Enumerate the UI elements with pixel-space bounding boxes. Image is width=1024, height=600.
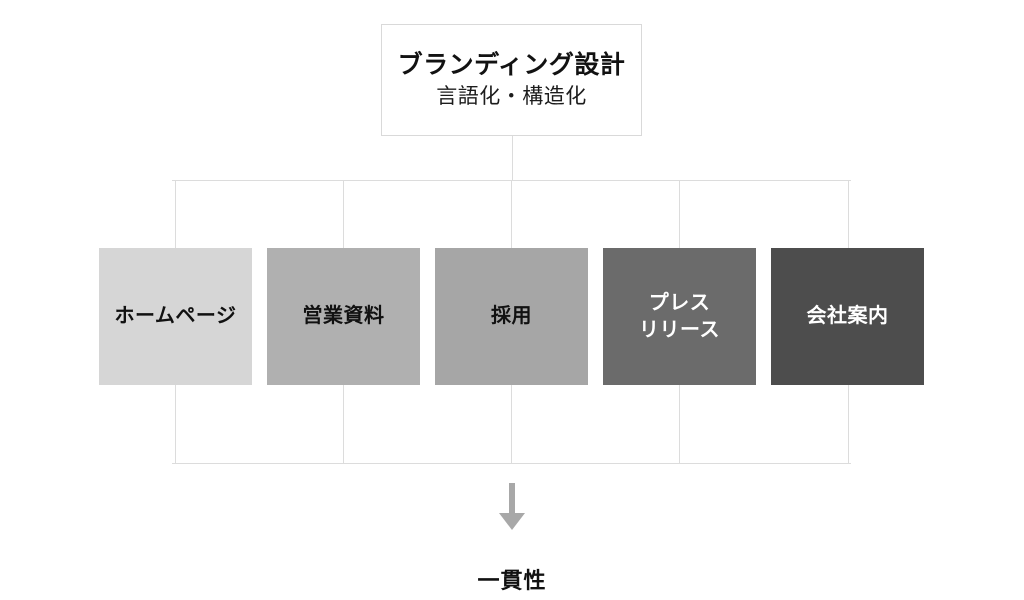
connector-drop-upper-1 <box>175 180 176 248</box>
connector-root-stem <box>512 136 513 180</box>
root-node-subtitle: 言語化・構造化 <box>436 85 587 109</box>
connector-drop-upper-3 <box>511 180 512 248</box>
connector-lower-bus <box>172 463 851 464</box>
root-node-title: ブランディング設計 <box>397 50 626 79</box>
connector-drop-lower-3 <box>511 385 512 463</box>
channel-box-recruiting[interactable]: 採用 <box>435 248 588 385</box>
root-node-branding-design[interactable]: ブランディング設計 言語化・構造化 <box>381 24 642 136</box>
channel-label: ホームページ <box>114 305 237 327</box>
connector-drop-lower-5 <box>848 385 849 463</box>
connector-drop-upper-4 <box>679 180 680 248</box>
connector-drop-lower-4 <box>679 385 680 463</box>
connector-drop-lower-2 <box>343 385 344 463</box>
outcome-label: 一貫性 <box>477 568 547 593</box>
connector-drop-upper-2 <box>343 180 344 248</box>
channel-label: 会社案内 <box>806 305 889 327</box>
down-arrow-icon <box>509 483 515 519</box>
channel-label: プレス リリース <box>639 291 720 341</box>
channel-box-press-release[interactable]: プレス リリース <box>603 248 756 385</box>
channel-label: 採用 <box>491 305 532 327</box>
connector-drop-upper-5 <box>848 180 849 248</box>
channel-box-sales-material[interactable]: 営業資料 <box>267 248 420 385</box>
channel-box-company-profile[interactable]: 会社案内 <box>771 248 924 385</box>
channel-box-homepage[interactable]: ホームページ <box>99 248 252 385</box>
connector-drop-lower-1 <box>175 385 176 463</box>
channel-label: 営業資料 <box>302 305 385 327</box>
down-arrow-head-icon <box>499 513 525 530</box>
